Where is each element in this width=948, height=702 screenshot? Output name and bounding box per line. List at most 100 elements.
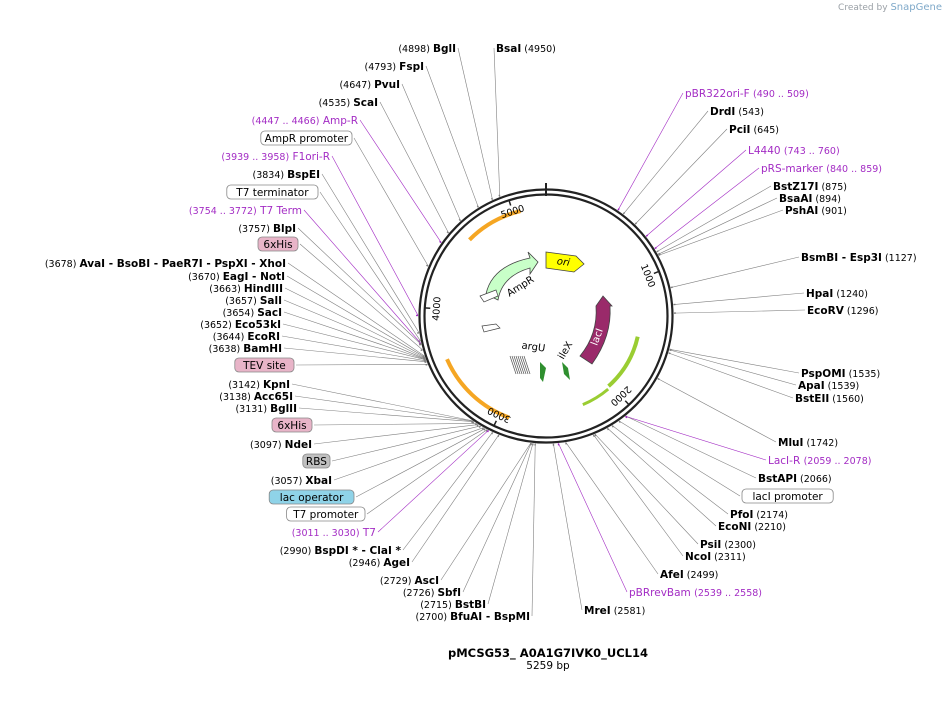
restriction-site-label[interactable]: (3757) BlpI	[238, 223, 296, 235]
primer-name: pRS-marker	[761, 163, 824, 175]
feature-label[interactable]: AmpR promoter	[260, 130, 353, 146]
site-name: PshAI	[785, 205, 818, 217]
restriction-site-label[interactable]: DrdI (543)	[710, 106, 764, 118]
site-text: (3657) SalI	[225, 295, 282, 307]
site-position: (1535)	[849, 369, 881, 380]
restriction-site-label[interactable]: (2946) AgeI	[349, 557, 410, 569]
restriction-site-label[interactable]: PfoI (2174)	[730, 509, 788, 521]
restriction-site-label[interactable]: (3670) EagI - NotI	[188, 271, 285, 283]
feature-name: TEV site	[242, 360, 286, 372]
primer-label[interactable]: L4440 (743 .. 760)	[748, 145, 840, 157]
primer-label[interactable]: pBRrevBam (2539 .. 2558)	[629, 587, 762, 599]
primer-label[interactable]: pBR322ori-F (490 .. 509)	[685, 88, 809, 100]
restriction-site-label[interactable]: (4793) FspI	[365, 61, 424, 73]
primer-name: Amp-R	[323, 115, 358, 127]
feature-label[interactable]: RBS	[302, 453, 331, 469]
site-position: (3057)	[271, 476, 303, 487]
tick-label: 5000	[500, 203, 526, 221]
primer-text: (3939 .. 3958) F1ori-R	[221, 151, 330, 163]
primer-label[interactable]: (3011 .. 3030) T7	[292, 527, 376, 539]
site-text: EcoRV (1296)	[807, 305, 878, 317]
feature-label[interactable]: T7 terminator	[226, 184, 319, 200]
site-position: (2311)	[714, 552, 746, 563]
site-text: (3097) NdeI	[250, 439, 312, 451]
site-tick	[478, 425, 481, 428]
site-text: (2700) BfuAI - BspMI	[416, 611, 531, 623]
restriction-site-label[interactable]: MreI (2581)	[584, 605, 645, 617]
primer-position: (2539 .. 2558)	[694, 588, 762, 599]
primer-label[interactable]: (4447 .. 4466) Amp-R	[252, 115, 358, 127]
feature-label[interactable]: 6xHis	[257, 236, 299, 252]
restriction-site-label[interactable]: (3663) HindIII	[209, 283, 283, 295]
feature-name: 6xHis	[263, 239, 292, 251]
restriction-site-label[interactable]: (3644) EcoRI	[213, 331, 280, 343]
tick-mark	[508, 199, 512, 206]
restriction-site-label[interactable]: (3142) KpnI	[228, 379, 290, 391]
site-text: (3652) Eco53kI	[200, 319, 281, 331]
restriction-site-label[interactable]: (4535) ScaI	[319, 97, 378, 109]
restriction-site-label[interactable]: PspOMI (1535)	[801, 368, 880, 380]
restriction-site-label[interactable]: PciI (645)	[729, 124, 779, 136]
primer-text: (3754 .. 3772) T7 Term	[189, 205, 302, 217]
restriction-site-label[interactable]: (4898) BglI	[398, 43, 456, 55]
restriction-site-label[interactable]: ApaI (1539)	[798, 380, 859, 392]
restriction-site-label[interactable]: BstAPI (2066)	[758, 473, 832, 485]
site-text: PsiI (2300)	[700, 539, 756, 551]
site-position: (2499)	[687, 570, 719, 581]
restriction-site-label[interactable]: (3657) SalI	[225, 295, 282, 307]
restriction-site-label[interactable]: (3652) Eco53kI	[200, 319, 281, 331]
feature-label[interactable]: 6xHis	[271, 417, 313, 433]
feature-label[interactable]: lac operator	[268, 489, 355, 505]
leader-line	[355, 428, 486, 498]
leader-line	[634, 128, 728, 225]
restriction-site-label[interactable]: AfeI (2499)	[660, 569, 718, 581]
lacI-arc-green	[607, 336, 640, 388]
leader-line	[331, 425, 481, 462]
leader-line	[366, 429, 488, 515]
site-position: (2729)	[380, 576, 412, 587]
restriction-site-label[interactable]: (2729) AscI	[380, 575, 439, 587]
restriction-site-label[interactable]: EcoNI (2210)	[718, 521, 786, 533]
restriction-site-label[interactable]: PshAI (901)	[785, 205, 847, 217]
restriction-site-label[interactable]: (3834) BspEI	[253, 169, 320, 181]
restriction-site-label[interactable]: (2726) SbfI	[403, 587, 461, 599]
feature-name: AmpR promoter	[265, 133, 349, 145]
site-name: EagI - NotI	[223, 271, 285, 283]
primer-label[interactable]: (3754 .. 3772) T7 Term	[189, 205, 302, 217]
restriction-site-label[interactable]: (2715) BstBI	[420, 599, 486, 611]
primer-label[interactable]: LacI-R (2059 .. 2078)	[768, 455, 871, 467]
restriction-site-label[interactable]: (3131) BglII	[235, 403, 297, 415]
leader-line	[669, 348, 800, 374]
restriction-site-label[interactable]: (3654) SacI	[223, 307, 282, 319]
leader-line	[654, 167, 760, 249]
restriction-site-label[interactable]: (4647) PvuI	[339, 79, 400, 91]
restriction-site-label[interactable]: BstEII (1560)	[795, 393, 864, 405]
primer-label[interactable]: (3939 .. 3958) F1ori-R	[221, 151, 330, 163]
restriction-site-label[interactable]: HpaI (1240)	[806, 288, 868, 300]
ori-label: ori	[556, 256, 571, 269]
feature-label[interactable]: TEV site	[234, 357, 295, 373]
restriction-site-label[interactable]: NcoI (2311)	[685, 551, 746, 563]
restriction-site-label[interactable]: (2990) BspDI * - ClaI *	[280, 545, 402, 557]
restriction-site-label[interactable]: BstZ17I (875)	[773, 181, 847, 193]
restriction-site-label[interactable]: BsaAI (894)	[779, 193, 841, 205]
restriction-site-label[interactable]: MluI (1742)	[778, 437, 838, 449]
restriction-site-label[interactable]: (3638) BamHI	[209, 343, 282, 355]
feature-label[interactable]: lacI promoter	[741, 488, 834, 504]
restriction-site-label[interactable]: PsiI (2300)	[700, 539, 756, 551]
site-text: MluI (1742)	[778, 437, 838, 449]
primer-label[interactable]: pRS-marker (840 .. 859)	[761, 163, 882, 175]
site-position: (2066)	[800, 474, 832, 485]
restriction-site-label[interactable]: (3138) Acc65I	[219, 391, 293, 403]
restriction-site-label[interactable]: (3057) XbaI	[271, 475, 332, 487]
restriction-site-label[interactable]: EcoRV (1296)	[807, 305, 878, 317]
leader-line	[440, 442, 532, 581]
leader-line	[462, 443, 532, 593]
restriction-site-label[interactable]: (3678) AvaI - BsoBI - PaeR7I - PspXI - X…	[45, 258, 286, 270]
restriction-site-label[interactable]: BsaI (4950)	[496, 43, 556, 55]
restriction-site-label[interactable]: (2700) BfuAI - BspMI	[416, 611, 531, 623]
feature-label[interactable]: T7 promoter	[286, 506, 366, 522]
restriction-site-label[interactable]: (3097) NdeI	[250, 439, 312, 451]
restriction-site-label[interactable]: BsmBI - Esp3I (1127)	[801, 252, 917, 264]
laci-feature: lacI	[579, 295, 613, 365]
